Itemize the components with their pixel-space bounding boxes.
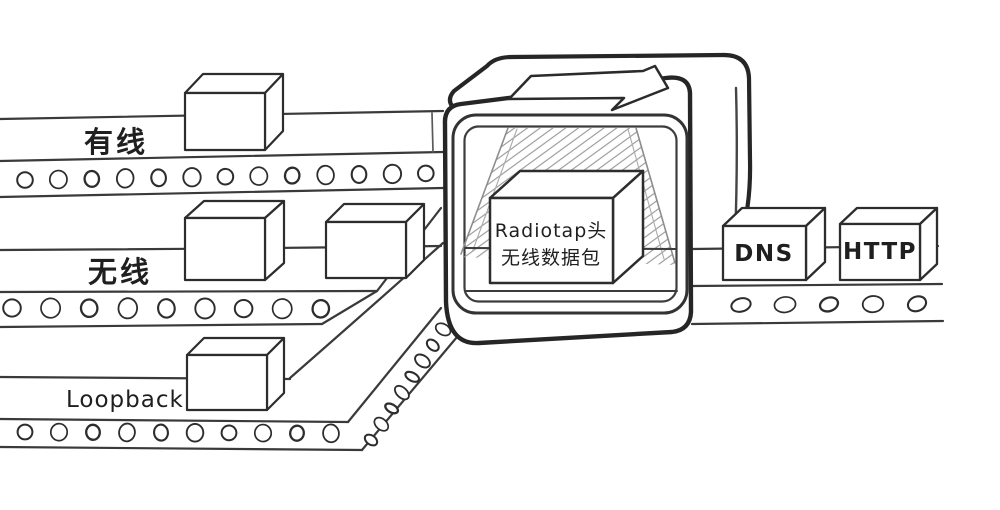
- packet-box-wired: [183, 72, 285, 152]
- belt-hole: [289, 424, 305, 442]
- belt-hole: [861, 295, 885, 314]
- output-belt-band-bottom: [690, 319, 945, 326]
- belt-hole: [404, 370, 421, 383]
- belt-hole: [157, 298, 176, 319]
- belt-hole: [150, 168, 167, 188]
- belt-hole: [384, 402, 400, 415]
- loopback-belt-front-edge: [0, 417, 350, 424]
- wireless-belt-band-bottom: [0, 322, 324, 329]
- belt-hole: [416, 164, 435, 183]
- box-front-face: [838, 222, 922, 282]
- belt-hole: [85, 423, 101, 441]
- belt-hole: [16, 171, 34, 189]
- loopback-belt-band-bottom: [0, 445, 364, 452]
- belt-hole: [118, 422, 136, 443]
- output-belt-front-edge: [690, 282, 944, 288]
- box-front-face: [721, 224, 808, 282]
- belt-hole: [311, 298, 331, 319]
- wired-belt-band-bottom: [0, 186, 445, 199]
- packet-box-loopback: [185, 336, 286, 412]
- belt-hole: [249, 166, 269, 186]
- flow-direction-arrow-icon: [507, 64, 670, 112]
- box-front-face: [183, 216, 267, 282]
- box-front-face: [488, 196, 615, 285]
- loopback-belt-holes: [16, 422, 340, 444]
- wireless-belt-front-edge: [0, 289, 379, 294]
- belt-hole: [414, 353, 431, 369]
- wired-belt-front-edge: [0, 150, 445, 163]
- belt-hole: [818, 296, 840, 313]
- belt-hole: [283, 166, 301, 185]
- feeder-belt-upper-edge: [346, 306, 443, 424]
- belt-hole: [153, 423, 169, 442]
- belt-hole: [2, 298, 22, 318]
- wireless-belt-label: 无线: [88, 255, 152, 289]
- belt-hole: [83, 169, 101, 188]
- packet-box-dns: [721, 206, 827, 282]
- wired-belt-label: 有线: [84, 125, 148, 159]
- belt-hole: [117, 297, 139, 320]
- belt-hole: [48, 169, 68, 190]
- wired-belt-end-cap: [431, 112, 434, 153]
- belt-hole: [216, 167, 235, 186]
- dns-box-label: DNS: [734, 241, 793, 267]
- belt-hole: [79, 298, 99, 319]
- box-front-face: [324, 220, 408, 280]
- belt-hole: [40, 297, 62, 319]
- wired-belt-holes: [16, 163, 435, 190]
- machine-top-edge: [447, 52, 727, 109]
- beam-right-edge-sketch: [627, 128, 665, 260]
- belt-hole: [182, 167, 202, 188]
- belt-hole: [363, 433, 379, 447]
- wireless-belt-band-cut: [320, 289, 379, 326]
- http-box-label: HTTP: [843, 239, 917, 265]
- belt-hole: [316, 164, 335, 186]
- machine-window: Radiotap头 无线数据包: [451, 113, 689, 315]
- belt-hole: [906, 295, 928, 313]
- belt-hole: [373, 416, 390, 432]
- loopback-belt-label: Loopback: [66, 387, 184, 413]
- packet-box-http: [838, 206, 939, 282]
- belt-hole: [233, 298, 254, 319]
- conveyor-wireless: [0, 244, 443, 329]
- box-front-face: [185, 353, 269, 412]
- feeder-belt: [346, 306, 459, 452]
- wireless-belt-holes: [2, 297, 331, 320]
- packet-label-line1: Radiotap头: [495, 220, 608, 242]
- feeder-belt-lower-edge: [360, 335, 459, 452]
- feeder-belt-holes: [363, 322, 452, 447]
- belt-hole: [16, 423, 34, 441]
- belt-hole: [394, 384, 410, 401]
- belt-hole: [434, 322, 452, 337]
- belt-hole: [730, 297, 752, 313]
- belt-hole: [322, 423, 340, 444]
- belt-hole: [194, 297, 216, 320]
- belt-hole: [49, 422, 69, 442]
- packet-box-scanned: [488, 169, 645, 285]
- output-belt-holes: [730, 295, 928, 314]
- belt-hole: [271, 298, 293, 320]
- conveyor-wired: 有线: [0, 72, 445, 199]
- belt-hole: [220, 424, 238, 442]
- belt-hole: [425, 338, 440, 352]
- box-front-face: [183, 91, 267, 152]
- belt-hole: [773, 296, 797, 314]
- belt-hole: [350, 165, 368, 184]
- beam-left-edge: [460, 127, 509, 255]
- belt-hole: [253, 423, 273, 443]
- belt-hole: [115, 168, 135, 189]
- beam-right-edge: [635, 127, 676, 264]
- beam-left-edge-sketch: [472, 128, 518, 251]
- packet-label-line2: 无线数据包: [501, 247, 601, 269]
- packet-box-wireless-1: [183, 199, 286, 282]
- belt-hole: [382, 163, 403, 185]
- packet-box-wireless-2: [324, 202, 426, 280]
- belt-hole: [185, 423, 205, 443]
